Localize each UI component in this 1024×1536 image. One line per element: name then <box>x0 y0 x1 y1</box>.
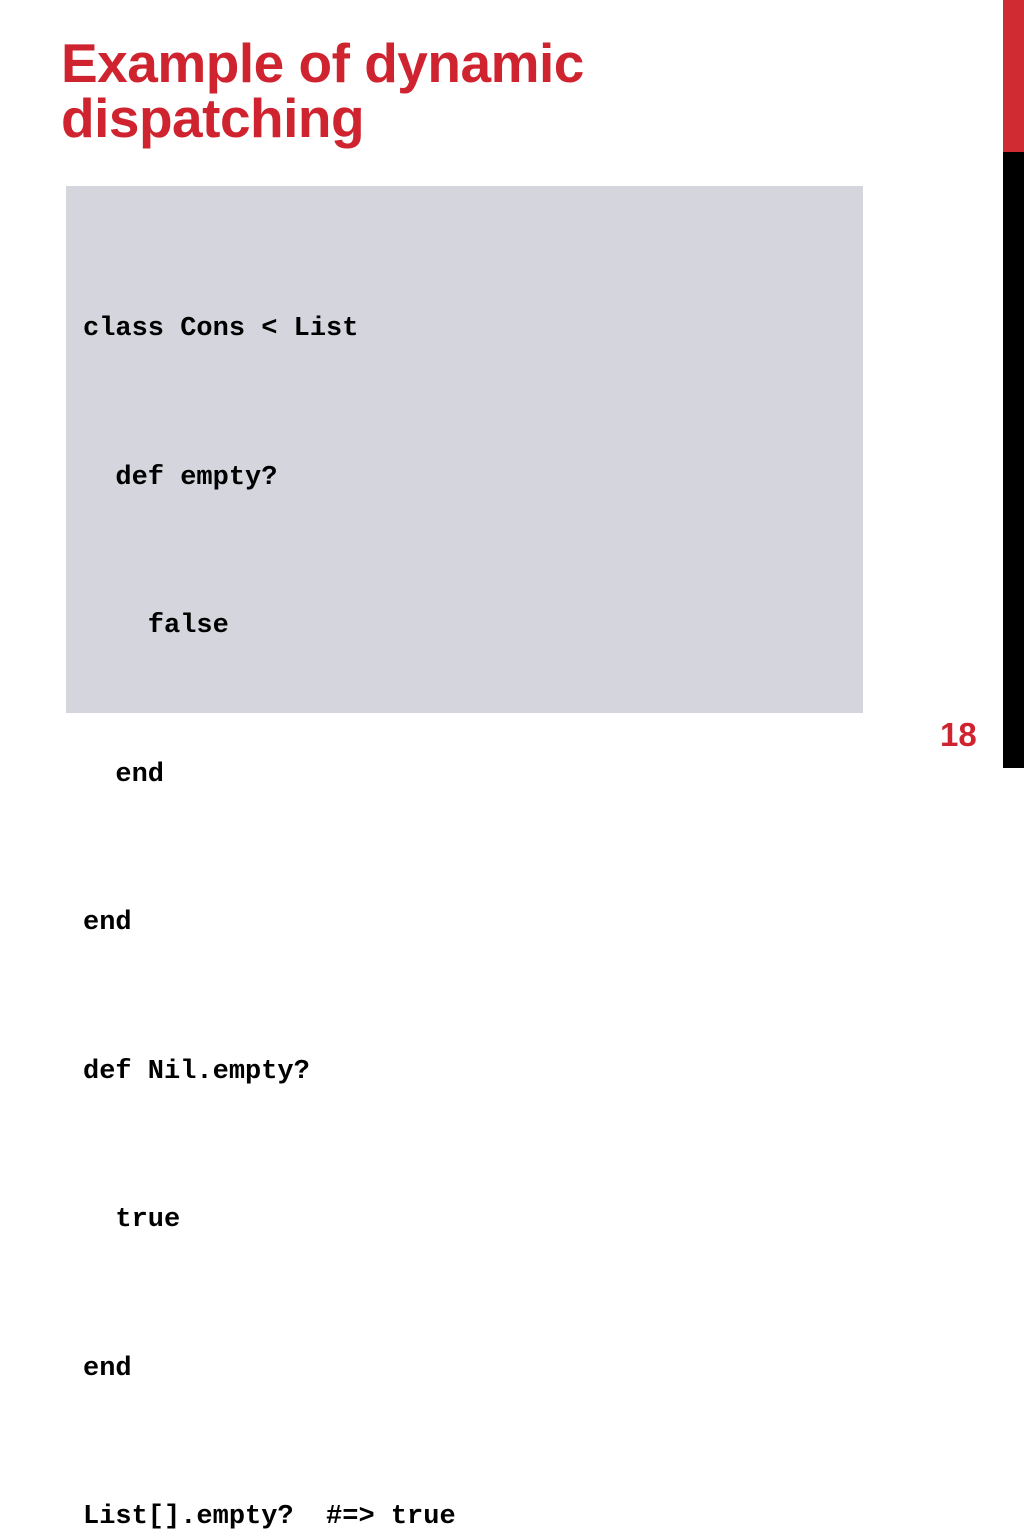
code-line: def empty? <box>83 462 278 493</box>
code-line: false <box>83 611 229 641</box>
code-line: class Cons < List <box>83 314 359 344</box>
page-title-line-2: dispatching <box>61 87 365 149</box>
code-panel: class Cons < List def empty? false end e… <box>66 186 863 1532</box>
code-line: true <box>83 1205 181 1235</box>
right-edge-red-bar <box>1003 0 1024 152</box>
code-line: List[].empty? #=> true <box>83 1502 456 1532</box>
code-line: def Nil.empty? <box>83 1056 310 1087</box>
page-title-line-1: Example of dynamic <box>61 32 584 94</box>
code-line: end <box>83 908 132 938</box>
right-edge-black-bar <box>1003 152 1024 768</box>
code-line: end <box>83 759 165 790</box>
page-title: Example of dynamic dispatching <box>61 36 761 146</box>
slide: Example of dynamic dispatching class Con… <box>61 0 1024 1532</box>
code-block: class Cons < List def empty? false end e… <box>83 206 855 1536</box>
code-line: end <box>83 1353 132 1384</box>
page-number: 18 <box>940 716 977 753</box>
